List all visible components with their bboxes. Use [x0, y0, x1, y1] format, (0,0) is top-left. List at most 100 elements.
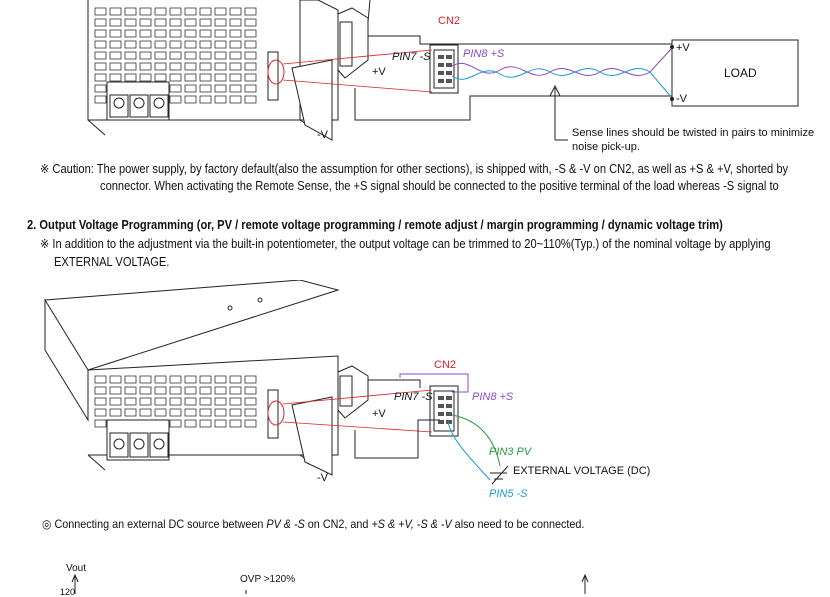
- psu-unit-1: [87, 0, 369, 141]
- vent-slot: [94, 7, 107, 16]
- vent-slot: [244, 408, 257, 417]
- vent-slot: [124, 386, 137, 395]
- vent-slot: [169, 40, 182, 49]
- vent-slot: [139, 18, 152, 27]
- minus-v-label-1: -V: [317, 129, 328, 141]
- vent-slot: [109, 386, 122, 395]
- vent-slot: [244, 419, 257, 428]
- vent-slot: [139, 51, 152, 60]
- vent-slot: [199, 397, 212, 406]
- vent-slot: [94, 375, 107, 384]
- vent-slot: [199, 29, 212, 38]
- vent-slot: [94, 84, 107, 93]
- vent-slot: [109, 18, 122, 27]
- vent-slot: [184, 408, 197, 417]
- vent-slot: [169, 73, 182, 82]
- vent-slot: [124, 51, 137, 60]
- vent-slot: [124, 40, 137, 49]
- vent-slot: [214, 386, 227, 395]
- vent-slot: [229, 40, 242, 49]
- vent-slot: [109, 29, 122, 38]
- vent-slot: [214, 419, 227, 428]
- vent-slot: [184, 386, 197, 395]
- vent-slot: [244, 397, 257, 406]
- vent-slot: [124, 375, 137, 384]
- vent-slot: [184, 397, 197, 406]
- caution-line2: connector. When activating the Remote Se…: [100, 179, 779, 193]
- vent-slot: [184, 7, 197, 16]
- vent-slot: [244, 73, 257, 82]
- voltage-programming-diagram: [44, 280, 509, 485]
- vent-slot: [94, 95, 107, 104]
- vent-slot: [229, 375, 242, 384]
- remote-sense-diagram: [87, 0, 799, 141]
- vent-slot: [229, 62, 242, 71]
- vent-slot: [199, 18, 212, 27]
- vent-slot: [244, 95, 257, 104]
- vent-slot: [199, 386, 212, 395]
- vent-slot: [229, 7, 242, 16]
- vent-slot: [109, 40, 122, 49]
- pin8-label-1: PIN8 +S: [463, 48, 505, 60]
- connect-note: ◎ Connecting an external DC source betwe…: [42, 517, 584, 531]
- vent-slot: [94, 29, 107, 38]
- pin7-label-1: PIN7 -S: [392, 51, 431, 63]
- vent-slot: [244, 51, 257, 60]
- vent-slot: [199, 7, 212, 16]
- vent-slot: [154, 62, 167, 71]
- vent-slot: [244, 18, 257, 27]
- vent-slot: [169, 51, 182, 60]
- vent-slot: [124, 397, 137, 406]
- vent-slot: [109, 375, 122, 384]
- minus-v-label-2: -V: [317, 472, 328, 484]
- vent-slot: [199, 95, 212, 104]
- cn2-label-2: CN2: [434, 359, 457, 371]
- vent-slot: [139, 7, 152, 16]
- graph-axes: [71, 573, 589, 594]
- section2-para-line1: ※ In addition to the adjustment via the …: [40, 237, 771, 251]
- vent-slot: [229, 29, 242, 38]
- vent-slot: [184, 73, 197, 82]
- vent-slot: [94, 51, 107, 60]
- vent-slot: [139, 73, 152, 82]
- sense-note-line2: noise pick-up.: [572, 141, 640, 153]
- connect-note-part5: also need to be connected.: [451, 517, 585, 531]
- vent-slot: [244, 375, 257, 384]
- section2-para-line2: EXTERNAL VOLTAGE.: [54, 255, 170, 269]
- vent-slot: [229, 408, 242, 417]
- vent-slot: [244, 40, 257, 49]
- vent-slot: [109, 397, 122, 406]
- vent-slot: [199, 51, 212, 60]
- vent-slot: [139, 29, 152, 38]
- vent-slot: [184, 375, 197, 384]
- plus-v-label-2: +V: [372, 408, 386, 420]
- connect-note-bullet: ◎: [42, 517, 52, 531]
- connect-note-part3: on CN2, and: [304, 517, 372, 531]
- vent-slot: [154, 397, 167, 406]
- vent-slot: [214, 40, 227, 49]
- vent-slot: [109, 73, 122, 82]
- vent-slot: [169, 375, 182, 384]
- vent-slot: [124, 18, 137, 27]
- vent-slot: [229, 18, 242, 27]
- vent-slot: [139, 40, 152, 49]
- vent-slot: [184, 84, 197, 93]
- load-label: LOAD: [724, 66, 757, 80]
- vent-slot: [229, 419, 242, 428]
- vent-slot: [169, 29, 182, 38]
- vent-slot: [199, 419, 212, 428]
- vent-slot: [94, 62, 107, 71]
- vent-slot: [214, 84, 227, 93]
- vent-slot: [229, 84, 242, 93]
- graph-y-tick: 120: [60, 587, 76, 597]
- caution-line1: ※ Caution: The power supply, by factory …: [40, 162, 789, 176]
- vent-slot: [229, 51, 242, 60]
- vent-slot: [214, 73, 227, 82]
- connect-note-part1: Connecting an external DC source between: [54, 517, 267, 531]
- vent-slot: [94, 408, 107, 417]
- vent-slot: [214, 18, 227, 27]
- cn2-connector-1: [429, 44, 459, 94]
- cn2-connector-2: [429, 385, 459, 437]
- vent-slot: [244, 386, 257, 395]
- vent-slot: [184, 95, 197, 104]
